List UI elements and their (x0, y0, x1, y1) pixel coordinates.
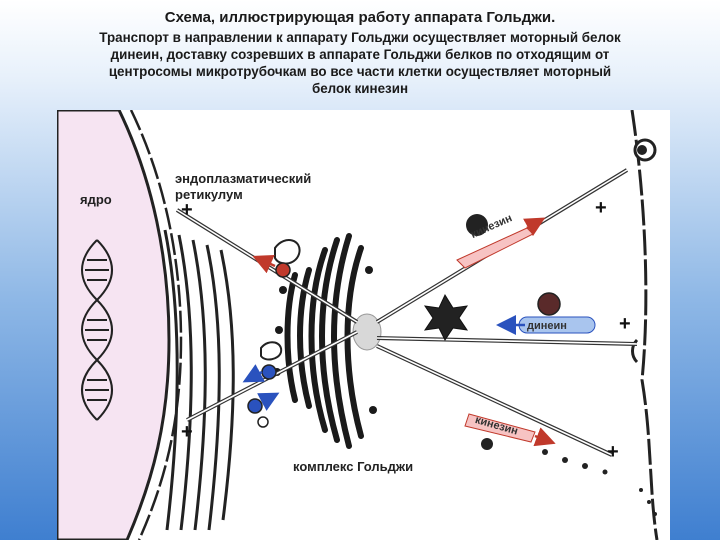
label-golgi: комплекс Гольджи (293, 459, 414, 474)
cargo-k (275, 262, 291, 278)
golgi-complex (284, 233, 364, 449)
plus-sign-4: + (181, 421, 193, 443)
centrosome (352, 313, 382, 351)
plus-sign-1: + (181, 199, 193, 221)
dna-helix-icon (81, 239, 113, 421)
subtitle-line-3: центросомы микротрубочкам во все части к… (108, 64, 612, 79)
label-nucleus: ядро (80, 192, 112, 207)
cargo-d1 (261, 364, 277, 380)
label-er-line-2: ретикулум (175, 187, 243, 202)
plus-sign-2: + (595, 197, 607, 219)
nucleus (57, 110, 171, 540)
vesicle-trail (542, 449, 657, 516)
kinesin-cargo-bottom (481, 438, 493, 450)
label-er-line-1: эндоплазматический (175, 171, 312, 186)
subtitle-line-4: белок кинезин (311, 81, 409, 96)
endoplasmic-reticulum (163, 229, 235, 531)
nuclear-envelope (129, 110, 183, 540)
protein-star (423, 293, 469, 341)
plus-sign-3: + (619, 313, 631, 335)
golgi-vesicles (273, 266, 377, 414)
diagram-canvas (57, 110, 659, 540)
vesicle-lower (260, 341, 283, 361)
golgi-diagram: ядро эндоплазматический ретикулум компле… (57, 110, 670, 540)
dynein-cargo (537, 292, 561, 316)
cell-membrane (630, 110, 659, 540)
subtitle-line-2: динеин, доставку созревших в аппарате Го… (110, 47, 610, 62)
kinesin-tag-top (456, 227, 534, 269)
microtubules (175, 168, 638, 457)
plus-sign-5: + (607, 441, 619, 463)
label-er: эндоплазматический ретикулум (175, 171, 311, 203)
label-dynein: динеин (527, 320, 567, 332)
subtitle-line-1: Транспорт в направлении к аппарату Гольд… (99, 30, 621, 45)
slide-title: Схема, иллюстрирующая работу аппарата Го… (164, 9, 556, 26)
kinesin-cargo-top (466, 214, 488, 236)
kinesin-tag-bottom (464, 413, 536, 443)
cargo-d2 (247, 398, 263, 414)
vesicle-upper (274, 239, 301, 265)
slide-subtitle: Транспорт в направлении к аппарату Гольд… (40, 29, 680, 97)
